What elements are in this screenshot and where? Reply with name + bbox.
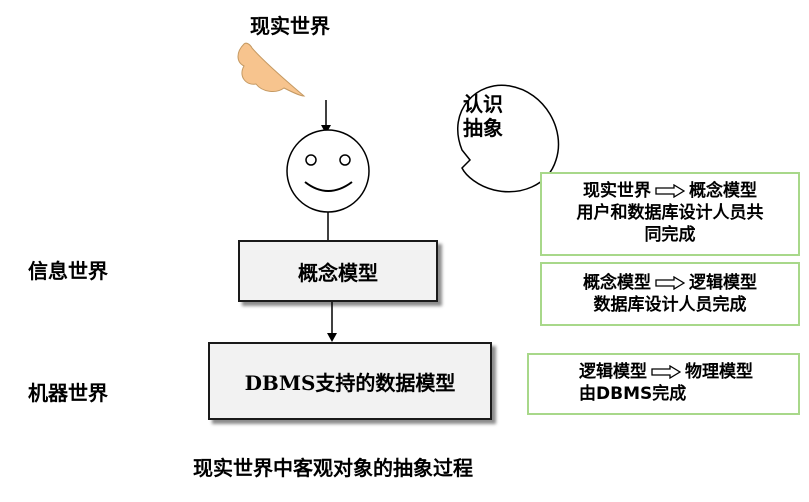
label-abstraction: 抽象 [463,116,503,140]
note-1-title: 现实世界概念模型 [583,181,757,201]
smiley-face-icon [286,129,370,213]
label-info-world: 信息世界 [28,259,108,283]
box-dbms-data-model: DBMS支持的数据模型 [208,342,492,420]
thought-bubble [456,84,560,193]
hollow-right-arrow-icon [655,184,685,198]
note-conceptual-to-logical: 概念模型逻辑模型 数据库设计人员完成 [540,262,800,326]
arrowhead-dbms [327,333,337,342]
label-cognition: 认识 [463,92,503,116]
caption: 现实世界中客观对象的抽象过程 [193,456,473,480]
note-3-line-1: 由DBMS完成 [579,384,687,404]
box-conceptual-model: 概念模型 [238,240,438,302]
note-1-line-2: 同完成 [644,225,696,245]
hollow-right-arrow-icon [651,365,681,379]
note-real-to-conceptual: 现实世界概念模型 用户和数据库设计人员共 同完成 [540,172,800,256]
label-cognition-abstraction: 认识 抽象 [463,92,503,140]
note-3-title: 逻辑模型物理模型 [579,362,753,382]
label-real-world: 现实世界 [250,14,330,38]
label-machine-world: 机器世界 [28,381,108,405]
note-2-line-1: 数据库设计人员完成 [593,295,747,315]
note-2-title: 概念模型逻辑模型 [583,273,757,293]
note-1-line-1: 用户和数据库设计人员共 [576,203,764,223]
hollow-right-arrow-icon [655,276,685,290]
note-logical-to-physical: 逻辑模型物理模型 由DBMS完成 [527,353,800,415]
cloud-shape [237,42,306,97]
